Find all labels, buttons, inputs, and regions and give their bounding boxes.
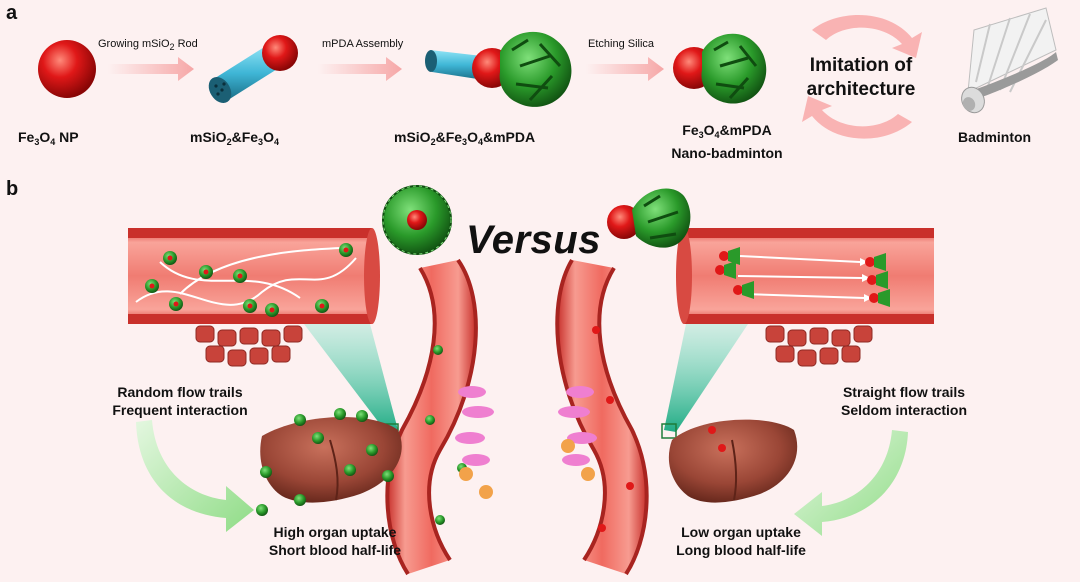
nano-badminton-name: Nano-badminton xyxy=(671,145,783,161)
step-label-part: Rod xyxy=(174,38,198,50)
step-label-growing-rod: Growing mSiO2 Rod xyxy=(98,38,198,52)
formula-subscript: 3 xyxy=(462,137,468,147)
label-msio2-fe3o4-mpda: mSiO2&Fe3O4&mPDA xyxy=(394,129,535,147)
label-nano-badminton: Fe3O4&mPDA Nano-badminton xyxy=(662,121,792,162)
left-flow-caption: Random flow trails Frequent interaction xyxy=(80,383,280,419)
step-arrow-3 xyxy=(586,57,664,81)
right-blood-vessel xyxy=(676,228,934,324)
formula-subscript: 2 xyxy=(430,137,436,147)
left-curved-vessel xyxy=(383,258,478,576)
formula-part: &Fe xyxy=(231,129,259,145)
right-flow-curved-arrow xyxy=(794,430,908,536)
step-label-part: Growing mSiO xyxy=(98,38,170,50)
step-label-etching-silica: Etching Silica xyxy=(588,38,655,50)
nano-badminton-formula: Fe3O4&mPDA xyxy=(662,121,792,144)
badminton-shuttlecock-icon xyxy=(961,7,1058,114)
right-flow-caption: Straight flow trails Seldom interaction xyxy=(804,383,1004,419)
imitation-cycle-arrows xyxy=(802,15,922,139)
imitation-of-architecture-label: Imitation of architecture xyxy=(796,54,926,102)
label-msio2-fe3o4: mSiO2&Fe3O4 xyxy=(190,129,279,147)
formula-part: O xyxy=(467,129,478,145)
right-zoom-beam xyxy=(664,324,748,432)
right-outcome-line-1: Low organ uptake xyxy=(681,524,801,540)
formula-subscript: 4 xyxy=(50,137,56,147)
imitation-line-2: architecture xyxy=(806,79,916,100)
msio2-rod-with-fe3o4 xyxy=(208,35,298,104)
right-liver-organ xyxy=(668,419,798,503)
msio2-fe3o4-mpda-particle xyxy=(425,31,572,107)
left-flow-line-1: Random flow trails xyxy=(117,384,243,400)
right-vessel-particles xyxy=(715,247,890,307)
formula-subscript: 4 xyxy=(477,137,483,147)
right-flow-line-1: Straight flow trails xyxy=(842,384,966,400)
formula-subscript: 3 xyxy=(34,137,40,147)
formula-subscript: 4 xyxy=(714,130,720,140)
formula-part: O xyxy=(703,122,715,138)
formula-part: O xyxy=(39,129,51,145)
left-tissue-cells xyxy=(195,325,303,367)
right-interstitial-cells xyxy=(558,386,597,481)
panel-a-label: a xyxy=(6,2,18,24)
formula-part: mSiO xyxy=(394,129,431,145)
imitation-line-1: Imitation of xyxy=(809,55,913,76)
formula-part: Fe xyxy=(682,122,699,138)
step-label-mpda-assembly: mPDA Assembly xyxy=(322,38,404,50)
left-flow-curved-arrow xyxy=(136,420,254,532)
right-outcome-line-2: Long blood half-life xyxy=(676,542,806,558)
right-outcome-caption: Low organ uptake Long blood half-life xyxy=(656,523,826,559)
formula-part: O xyxy=(263,129,274,145)
left-outcome-line-1: High organ uptake xyxy=(273,524,397,540)
step-label-subscript: 2 xyxy=(169,42,175,52)
formula-subscript: 3 xyxy=(258,137,264,147)
left-liver-organ xyxy=(256,408,402,516)
formula-subscript: 2 xyxy=(226,137,232,147)
left-blood-vessel xyxy=(128,228,380,324)
fe3o4-nanoparticle xyxy=(38,40,96,98)
left-interstitial-cells xyxy=(455,386,494,499)
formula-part: &Fe xyxy=(435,129,463,145)
right-inset-badminton-particle xyxy=(607,188,691,248)
step-arrow-1 xyxy=(108,57,194,81)
formula-part: NP xyxy=(55,129,79,145)
left-inset-sphere-particle xyxy=(382,185,452,255)
right-flow-line-2: Seldom interaction xyxy=(840,402,968,418)
left-zoom-beam xyxy=(304,324,398,432)
formula-subscript: 3 xyxy=(698,130,704,140)
label-fe3o4-np: Fe3O4 NP xyxy=(18,129,79,147)
formula-part: mSiO xyxy=(190,129,227,145)
formula-part: Fe xyxy=(18,129,35,145)
formula-part: &mPDA xyxy=(482,129,536,145)
panel-b-label: b xyxy=(6,178,19,200)
versus-title: Versus xyxy=(466,218,601,262)
step-arrow-2 xyxy=(318,57,402,81)
left-vessel-particles xyxy=(145,243,353,317)
label-badminton: Badminton xyxy=(958,129,1032,145)
left-outcome-caption: High organ uptake Short blood half-life xyxy=(250,523,420,559)
left-flow-line-2: Frequent interaction xyxy=(112,402,248,418)
formula-subscript: 4 xyxy=(273,137,279,147)
formula-part: &mPDA xyxy=(719,122,772,138)
right-tissue-cells xyxy=(765,325,873,367)
nano-badminton-particle xyxy=(673,33,767,104)
left-outcome-line-2: Short blood half-life xyxy=(268,542,402,558)
